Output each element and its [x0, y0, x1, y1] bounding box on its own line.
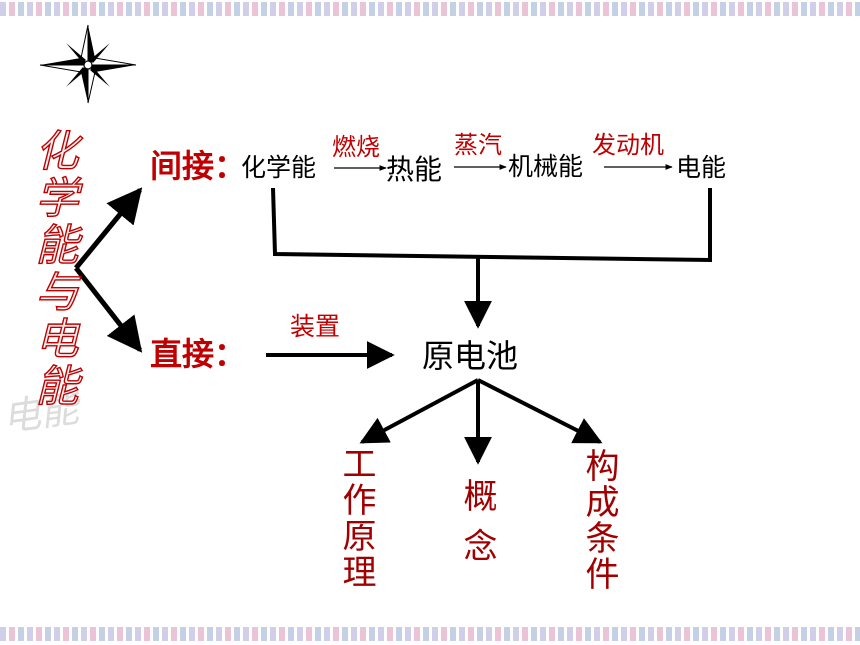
fork-line-up [74, 187, 143, 270]
diagram-title: 化学能与电能 [27, 127, 78, 410]
device-label: 装置 [290, 312, 341, 341]
output-arrow-right [477, 378, 603, 444]
output-working-principle: 工作原理 [336, 446, 376, 590]
process-combustion: 燃烧 [332, 133, 380, 161]
bottom-border-strip [0, 627, 860, 641]
output-arrow-left [359, 378, 479, 444]
chain-connector [271, 187, 712, 263]
process-steam: 蒸汽 [454, 131, 502, 159]
output-concept: 概念 [457, 478, 497, 578]
branch-indirect-label: 间接： [150, 147, 247, 185]
chain-mechanical-energy: 机械能 [508, 152, 584, 181]
top-border-strip [0, 2, 860, 16]
branch-direct-label: 直接： [150, 335, 247, 373]
chain-electric-energy: 电能 [676, 153, 727, 182]
center-node-galvanic-cell: 原电池 [422, 337, 519, 375]
chain-chemical-energy: 化学能 [241, 153, 317, 182]
compass-rose-icon [39, 24, 137, 104]
fork-line-down [74, 266, 143, 353]
chain-heat-energy: 热能 [386, 153, 443, 186]
output-composition-conditions: 构成条件 [579, 448, 619, 592]
process-engine: 发动机 [592, 131, 664, 159]
